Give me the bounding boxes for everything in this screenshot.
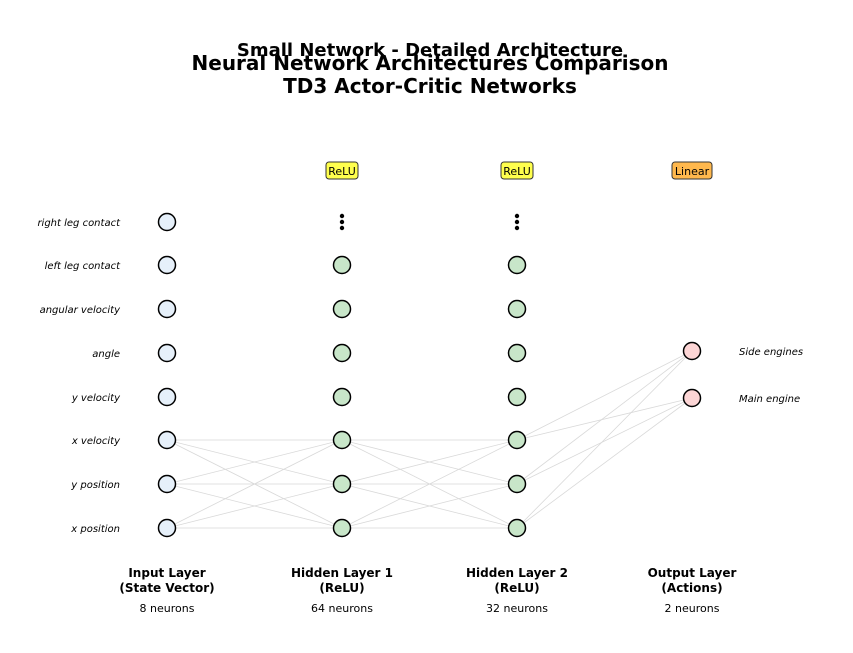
hidden-neuron [507, 518, 527, 538]
layer-subtitle: (ReLU) [319, 581, 364, 595]
connection-line [516, 397, 693, 485]
connection-line [516, 350, 693, 529]
hidden-neuron [507, 255, 527, 275]
connection-line [166, 483, 343, 529]
input-neuron [157, 343, 177, 363]
hidden-neuron [507, 474, 527, 494]
connection-line [166, 439, 343, 485]
input-neuron [157, 518, 177, 538]
input-feature-label: x position [70, 524, 120, 535]
output-neuron [682, 341, 702, 361]
ellipsis-dot [339, 219, 345, 225]
hidden-neuron [332, 474, 352, 494]
layer-subtitle: (State Vector) [119, 581, 214, 595]
input-feature-label: right leg contact [37, 218, 121, 229]
overlay-title: Small Network - Detailed Architecture [237, 40, 623, 61]
input-feature-label: y velocity [71, 393, 121, 404]
output-action-label: Main engine [739, 394, 800, 405]
output-neuron [682, 388, 702, 408]
layer-name: Input Layer [128, 566, 205, 580]
ellipsis-dot [339, 225, 345, 231]
connection-line [516, 350, 693, 441]
hidden-neuron [332, 518, 352, 538]
output-action-label: Side engines [739, 347, 803, 358]
input-feature-label: angle [92, 349, 120, 360]
layer-subtitle: (ReLU) [494, 581, 539, 595]
hidden-neuron [507, 387, 527, 407]
activation-badge [500, 161, 534, 180]
connection-line [516, 397, 693, 441]
hidden-neuron [332, 343, 352, 363]
diagram-title: Neural Network Architectures Comparison [192, 51, 669, 75]
hidden-neuron [332, 299, 352, 319]
hidden-neuron [332, 430, 352, 450]
input-neuron [157, 299, 177, 319]
layer-name: Hidden Layer 2 [466, 566, 568, 580]
connections [166, 350, 693, 529]
layer-name: Output Layer [648, 566, 737, 580]
hidden-neuron [332, 387, 352, 407]
connection-line [166, 439, 343, 529]
input-neuron [157, 255, 177, 275]
connection-line [341, 483, 518, 529]
input-feature-label: x velocity [71, 436, 121, 447]
activation-badge [325, 161, 359, 180]
neurons [157, 212, 702, 538]
connection-line [341, 439, 518, 485]
layer-subtitle: (Actions) [661, 581, 722, 595]
connection-line [516, 350, 693, 485]
ellipsis-dot [514, 213, 520, 219]
layer-neuron-count: 8 neurons [140, 602, 195, 615]
input-neuron [157, 474, 177, 494]
activation-badge [671, 161, 713, 180]
activation-label: Linear [675, 165, 710, 178]
layer-neuron-count: 2 neurons [665, 602, 720, 615]
hidden-neuron [332, 255, 352, 275]
input-neuron [157, 430, 177, 450]
connection-line [516, 397, 693, 529]
layer-name: Hidden Layer 1 [291, 566, 393, 580]
layer-neuron-count: 32 neurons [486, 602, 548, 615]
input-feature-label: left leg contact [45, 261, 122, 272]
ellipsis-dot [339, 213, 345, 219]
input-feature-label: angular velocity [40, 305, 122, 316]
ellipsis-dot [514, 225, 520, 231]
labels: right leg contact left leg contact angular… [37, 161, 803, 615]
ellipsis-dot [514, 219, 520, 225]
hidden-neuron [507, 430, 527, 450]
input-neuron [157, 387, 177, 407]
hidden-neuron [507, 343, 527, 363]
layer-neuron-count: 64 neurons [311, 602, 373, 615]
input-neuron [157, 212, 177, 232]
activation-label: ReLU [503, 165, 531, 178]
activation-label: ReLU [328, 165, 356, 178]
hidden-neuron [507, 299, 527, 319]
connection-line [341, 439, 518, 529]
diagram-subtitle: TD3 Actor-Critic Networks [283, 74, 577, 98]
input-feature-label: y position [70, 480, 120, 491]
